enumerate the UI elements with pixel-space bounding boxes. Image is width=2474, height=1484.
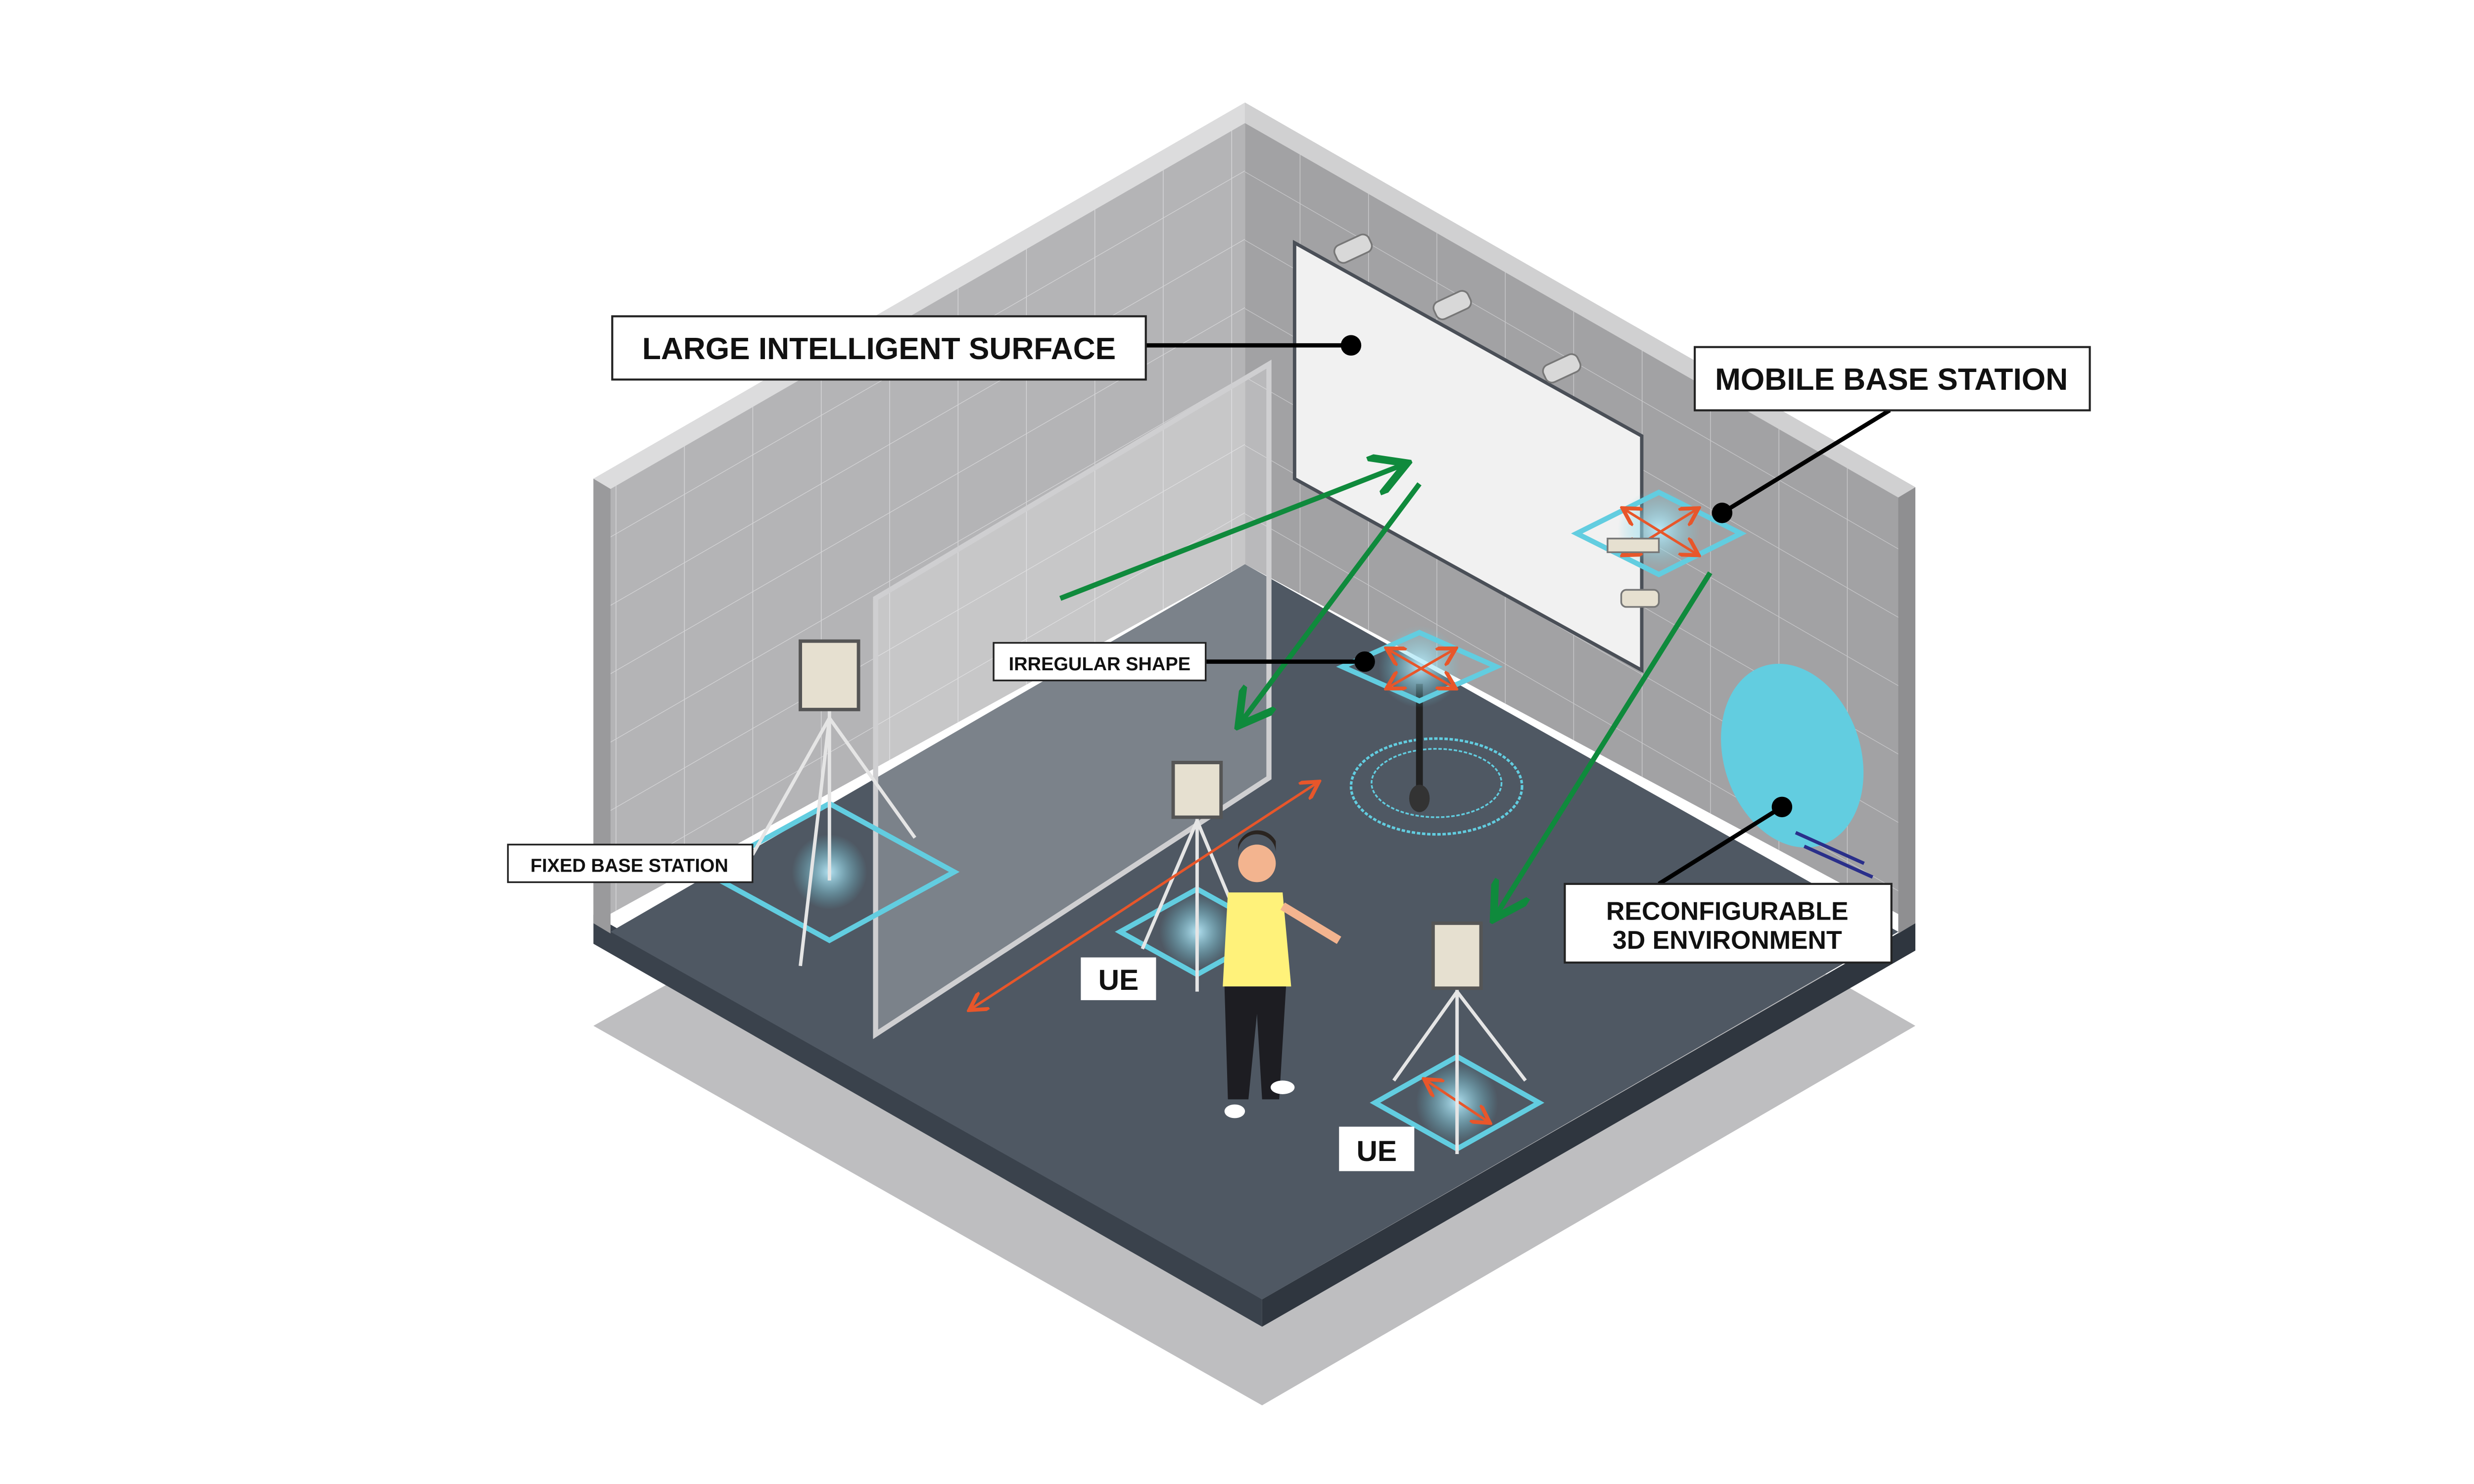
label-text: IRREGULAR SHAPE [1009, 654, 1190, 675]
signal-arrow [1059, 465, 1402, 601]
callout-dots [1340, 335, 1793, 818]
signal-arrow [1496, 571, 1713, 915]
label-ue: UE [1081, 957, 1156, 1000]
label-mobile-base-station: MOBILE BASE STATION [1694, 346, 2091, 412]
label-text: RECONFIGURABLE [1606, 896, 1848, 925]
label-text: 3D ENVIRONMENT [1613, 926, 1842, 954]
label-ue: UE [1339, 1126, 1415, 1171]
left-wall-top-edge [593, 102, 1245, 489]
label-text: UE [1098, 964, 1139, 996]
mobile-base-station-drone [1607, 537, 1660, 608]
label-text: LARGE INTELLIGENT SURFACE [642, 332, 1116, 366]
floor-slab [593, 915, 1262, 1327]
label-large-intelligent-surface: LARGE INTELLIGENT SURFACE [611, 315, 1147, 381]
floor-slab-right [1262, 923, 1915, 1327]
label-text: UE [1356, 1135, 1397, 1167]
label-fixed-base-station: FIXED BASE STATION [507, 843, 754, 883]
ue-tripod [1392, 921, 1527, 1154]
distance-arrow [971, 783, 1317, 1009]
label-text: MOBILE BASE STATION [1715, 363, 2068, 397]
signal-arrow [1241, 482, 1422, 721]
ceiling-camera-icon [1333, 233, 1581, 384]
label-text: FIXED BASE STATION [530, 856, 728, 877]
label-reconfigurable-3d-environment: RECONFIGURABLE 3D ENVIRONMENT [1564, 882, 1893, 964]
fixed-base-station-tripod [751, 639, 916, 967]
label-irregular-shape: IRREGULAR SHAPE [993, 642, 1207, 682]
large-intelligent-surface [1292, 239, 1644, 673]
reconfigurable-reflector [1721, 663, 1864, 848]
